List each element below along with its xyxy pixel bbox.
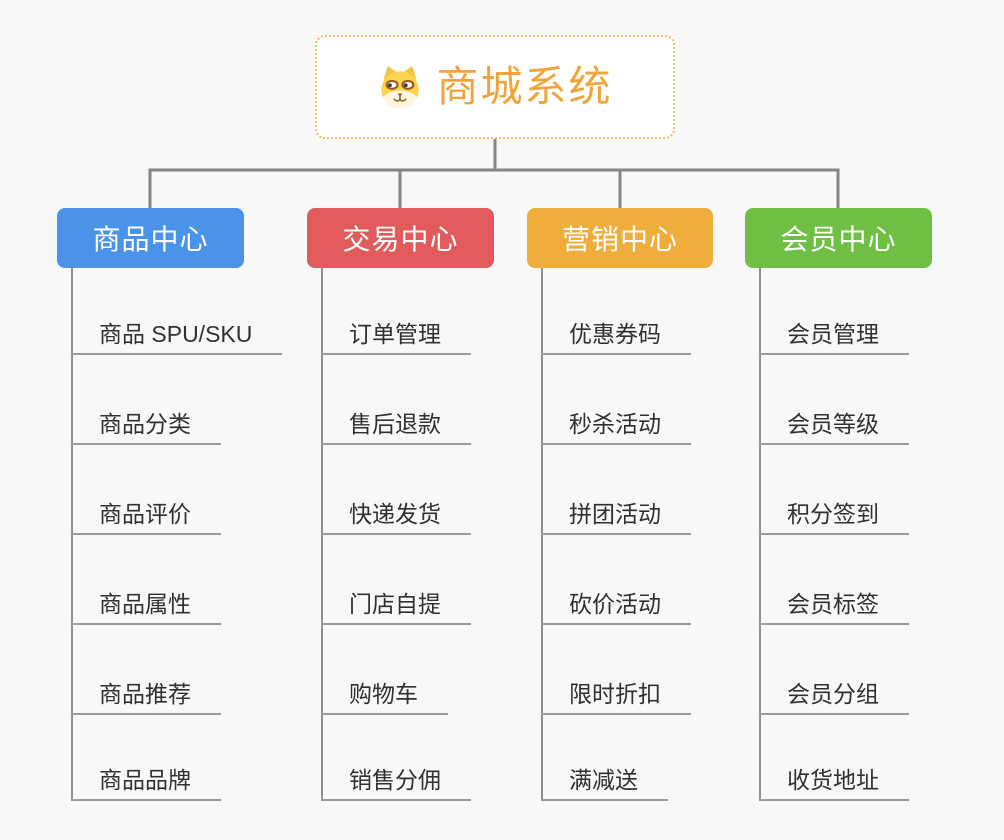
leaf-node[interactable]: 订单管理 bbox=[321, 313, 471, 355]
leaf-node[interactable]: 满减送 bbox=[541, 759, 668, 801]
branch-node-trade-center[interactable]: 交易中心 bbox=[307, 208, 494, 268]
leaf-node[interactable]: 销售分佣 bbox=[321, 759, 471, 801]
leaf-node[interactable]: 售后退款 bbox=[321, 403, 471, 445]
leaf-node[interactable]: 积分签到 bbox=[759, 493, 909, 535]
leaf-node[interactable]: 拼团活动 bbox=[541, 493, 691, 535]
leaf-node[interactable]: 商品分类 bbox=[71, 403, 221, 445]
leaf-node[interactable]: 商品推荐 bbox=[71, 673, 221, 715]
leaf-node[interactable]: 会员等级 bbox=[759, 403, 909, 445]
root-title: 商城系统 bbox=[436, 63, 613, 110]
dog-face-icon bbox=[377, 64, 423, 110]
leaf-node[interactable]: 购物车 bbox=[321, 673, 448, 715]
leaf-node[interactable]: 商品评价 bbox=[71, 493, 221, 535]
leaf-node[interactable]: 商品品牌 bbox=[71, 759, 221, 801]
leaf-node[interactable]: 商品属性 bbox=[71, 583, 221, 625]
root-node[interactable]: 商城系统 bbox=[315, 35, 675, 139]
leaf-node[interactable]: 门店自提 bbox=[321, 583, 471, 625]
branch-node-member-center[interactable]: 会员中心 bbox=[745, 208, 932, 268]
leaf-node[interactable]: 会员标签 bbox=[759, 583, 909, 625]
leaf-node[interactable]: 优惠券码 bbox=[541, 313, 691, 355]
leaf-node[interactable]: 快递发货 bbox=[321, 493, 471, 535]
branch-node-product-center[interactable]: 商品中心 bbox=[57, 208, 244, 268]
leaf-node[interactable]: 商品 SPU/SKU bbox=[71, 313, 283, 355]
leaf-node[interactable]: 秒杀活动 bbox=[541, 403, 691, 445]
leaf-node[interactable]: 会员管理 bbox=[759, 313, 909, 355]
leaf-node[interactable]: 会员分组 bbox=[759, 673, 909, 715]
leaf-node[interactable]: 收货地址 bbox=[759, 759, 909, 801]
leaf-node[interactable]: 砍价活动 bbox=[541, 583, 691, 625]
branch-node-marketing-center[interactable]: 营销中心 bbox=[527, 208, 713, 268]
leaf-node[interactable]: 限时折扣 bbox=[541, 673, 691, 715]
